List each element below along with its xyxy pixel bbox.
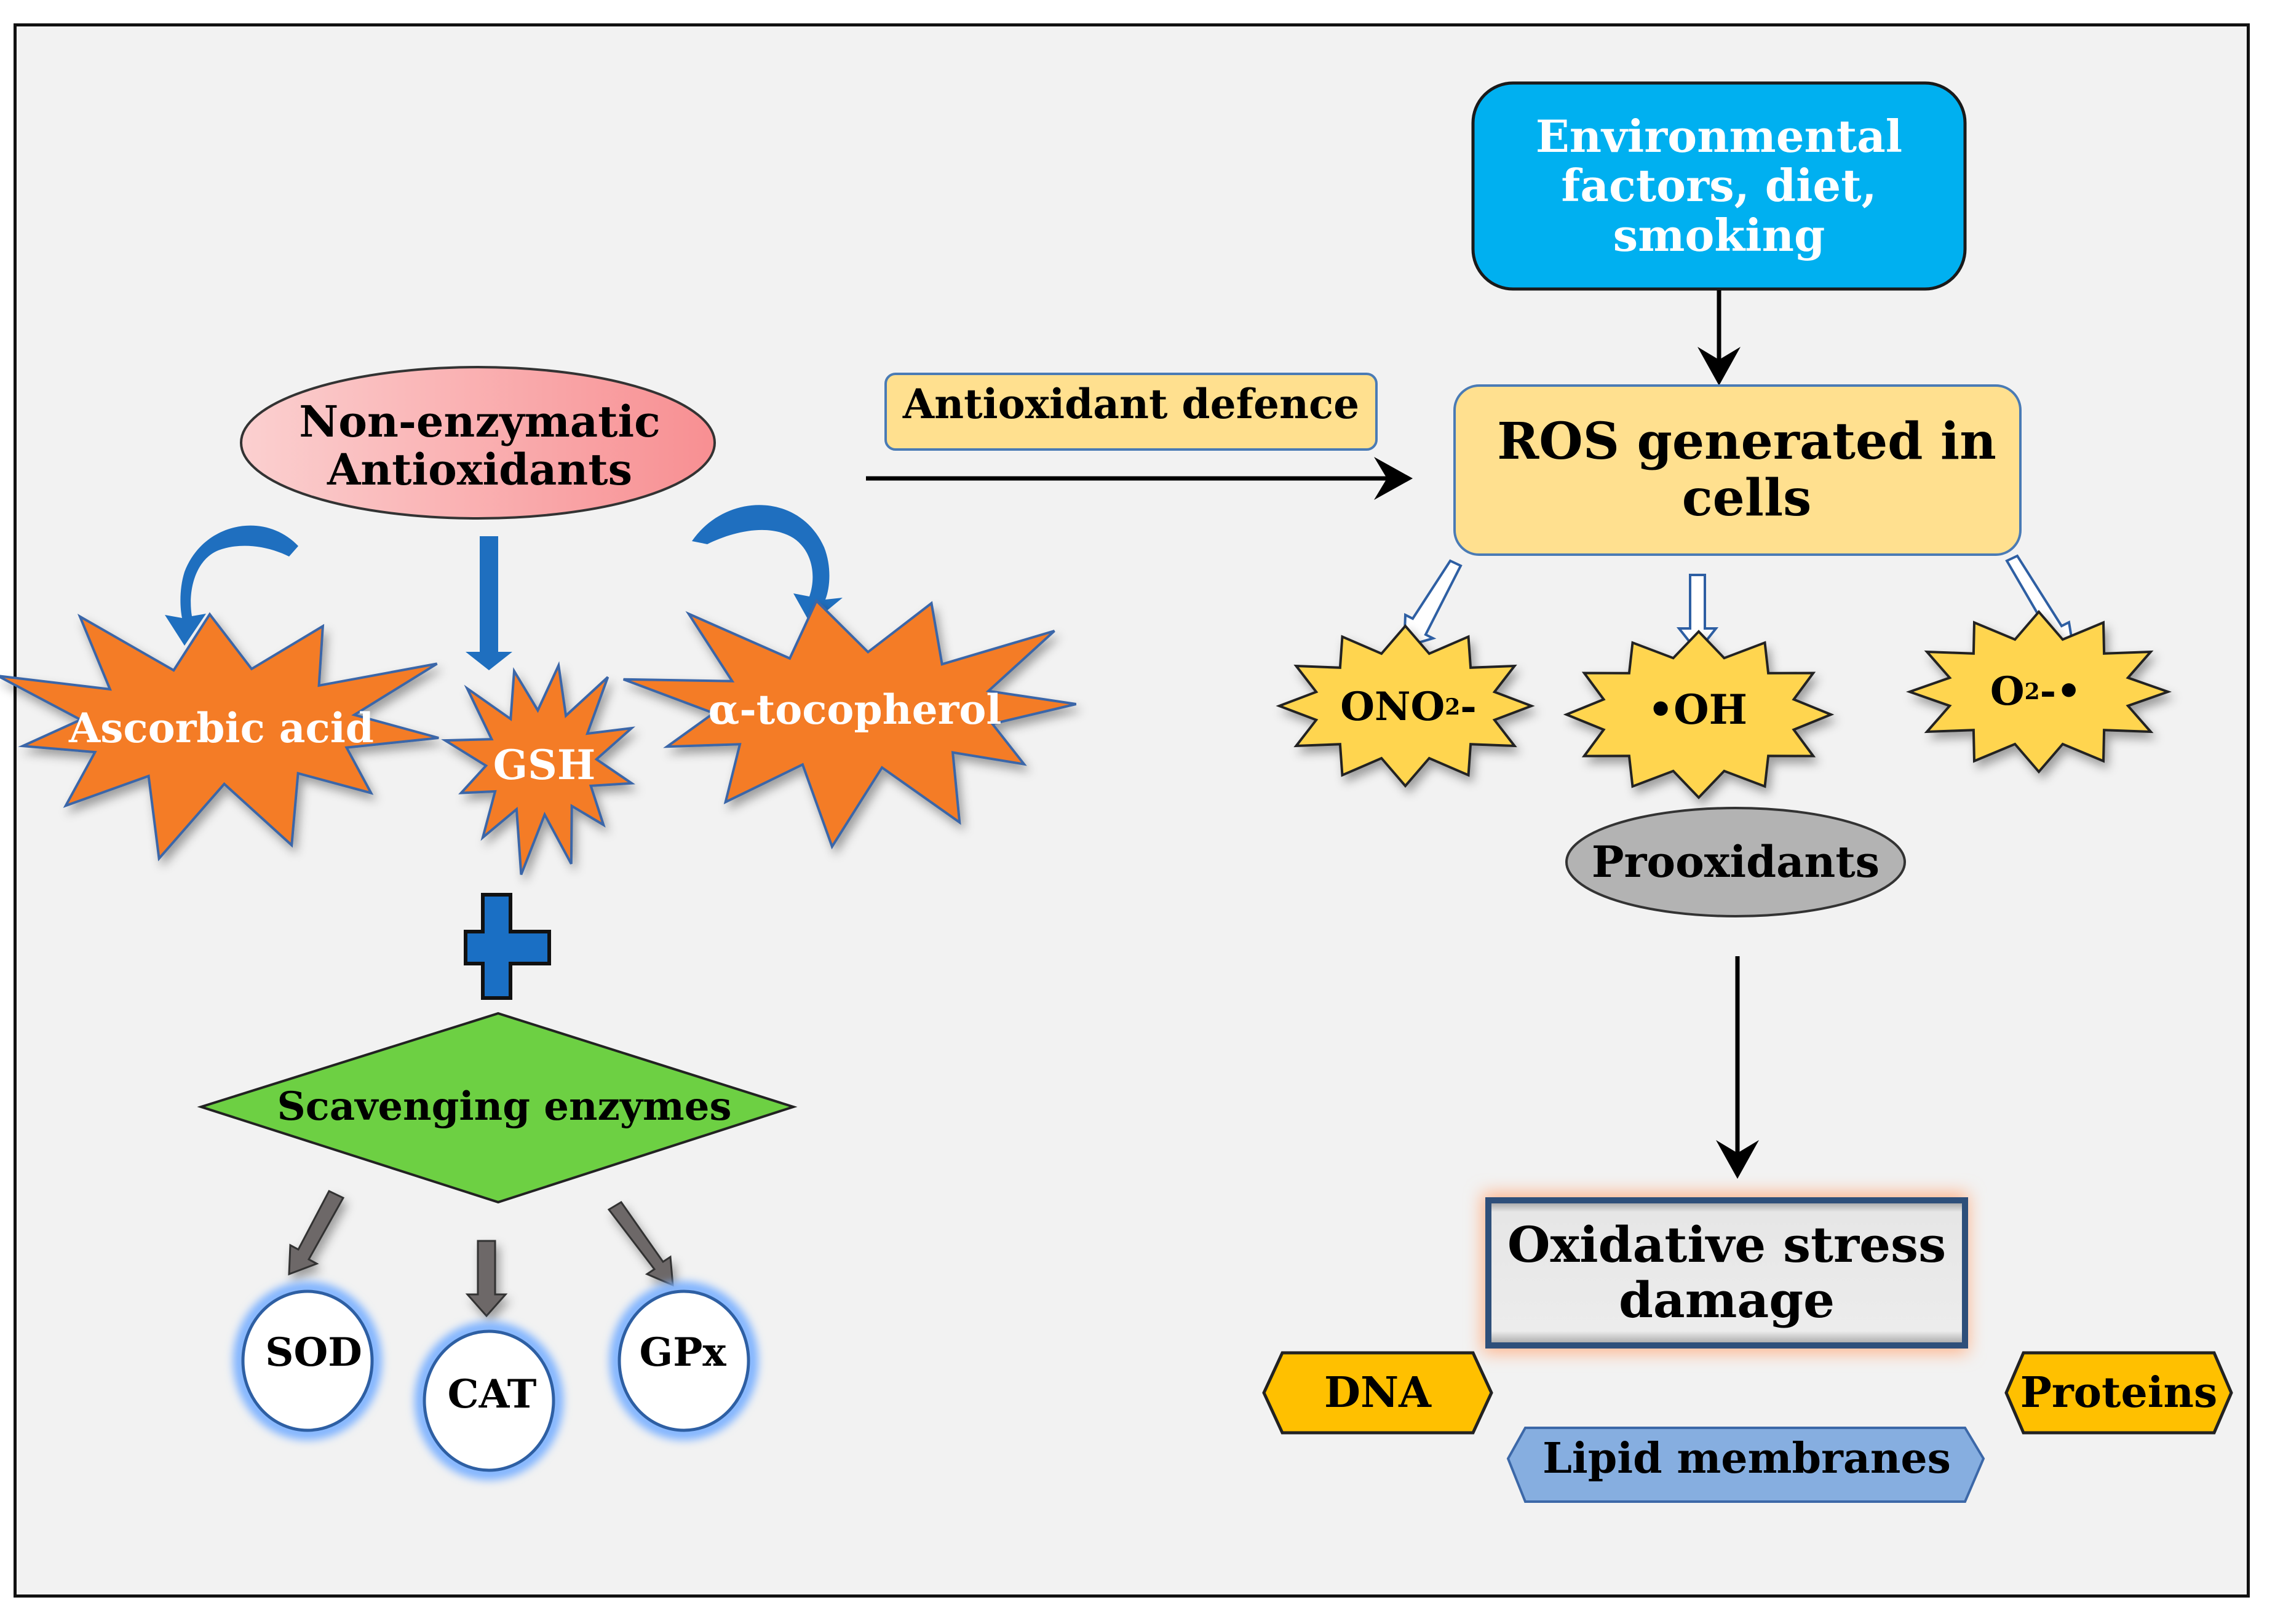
oxidative-stress-label: Oxidative stress damage — [1507, 1216, 1947, 1329]
ono2-sub: 2 — [1445, 694, 1461, 720]
proteins-hexagon — [2004, 1351, 2233, 1435]
cat-label: CAT — [447, 1371, 537, 1418]
oh-label: •OH — [1647, 686, 1748, 734]
o2-sub: 2 — [2024, 678, 2040, 705]
prooxidants-ellipse — [1565, 807, 1906, 917]
starburst-o2 — [1905, 609, 2172, 774]
starburst-oh — [1563, 630, 1835, 799]
lipid-hexagon — [1506, 1427, 1985, 1503]
ono2-tail: - — [1460, 684, 1477, 731]
dna-label: DNA — [1324, 1368, 1431, 1417]
curved-arrow-right — [692, 505, 843, 624]
scavenging-label: Scavenging enzymes — [277, 1083, 732, 1130]
o2-main: O — [1990, 668, 2025, 715]
gsh-label: GSH — [493, 741, 596, 790]
ono2-main: ONO — [1340, 684, 1445, 731]
gray-arrow-sod — [288, 1190, 345, 1276]
environmental-label: Environmental factors, diet, smoking — [1535, 109, 1903, 261]
gpx-label: GPx — [639, 1329, 726, 1376]
prooxidants-label: Prooxidants — [1591, 836, 1880, 888]
sod-circle — [241, 1289, 374, 1432]
starburst-ono2 — [1276, 624, 1535, 788]
straight-arrow-center-head — [466, 652, 512, 670]
plus-icon — [464, 893, 551, 1000]
ascorbic-acid-label: Ascorbic acid — [69, 704, 374, 753]
proteins-label: Proteins — [2020, 1368, 2218, 1417]
gray-arrow-cat — [465, 1240, 508, 1318]
sod-label: SOD — [265, 1329, 362, 1376]
starburst-gsh — [441, 661, 636, 876]
dna-hexagon — [1262, 1351, 1493, 1435]
non-enzymatic-ellipse — [240, 366, 716, 520]
starburst-ascorbic-acid — [0, 612, 439, 862]
antioxidant-defence-label: Antioxidant defence — [902, 380, 1360, 429]
tocopherol-label: α-tocopherol — [708, 686, 1002, 734]
sod-circle-glow — [233, 1281, 382, 1440]
starburst-tocopherol — [622, 598, 1077, 850]
non-enzymatic-label: Non-enzymatic Antioxidants — [299, 395, 661, 495]
cat-circle — [423, 1329, 555, 1472]
curved-arrow-left — [165, 525, 298, 646]
straight-arrow-center — [480, 536, 498, 659]
ros-label: ROS generated in cells — [1497, 412, 1996, 528]
ros-box — [1453, 384, 2022, 556]
ros-hollow-arrows — [1402, 554, 2074, 654]
lipid-membranes-label: Lipid membranes — [1542, 1433, 1951, 1483]
gpx-circle — [617, 1289, 750, 1432]
o2-tail: -• — [2039, 668, 2082, 715]
scavenging-diamond — [197, 1012, 798, 1204]
oxidative-stress-box — [1485, 1197, 1968, 1349]
gray-arrow-gpx — [607, 1200, 674, 1287]
environmental-box — [1471, 81, 1967, 291]
cat-circle-glow — [415, 1321, 563, 1480]
gpx-circle-glow — [609, 1281, 758, 1440]
antioxidant-defence-box — [884, 373, 1378, 451]
